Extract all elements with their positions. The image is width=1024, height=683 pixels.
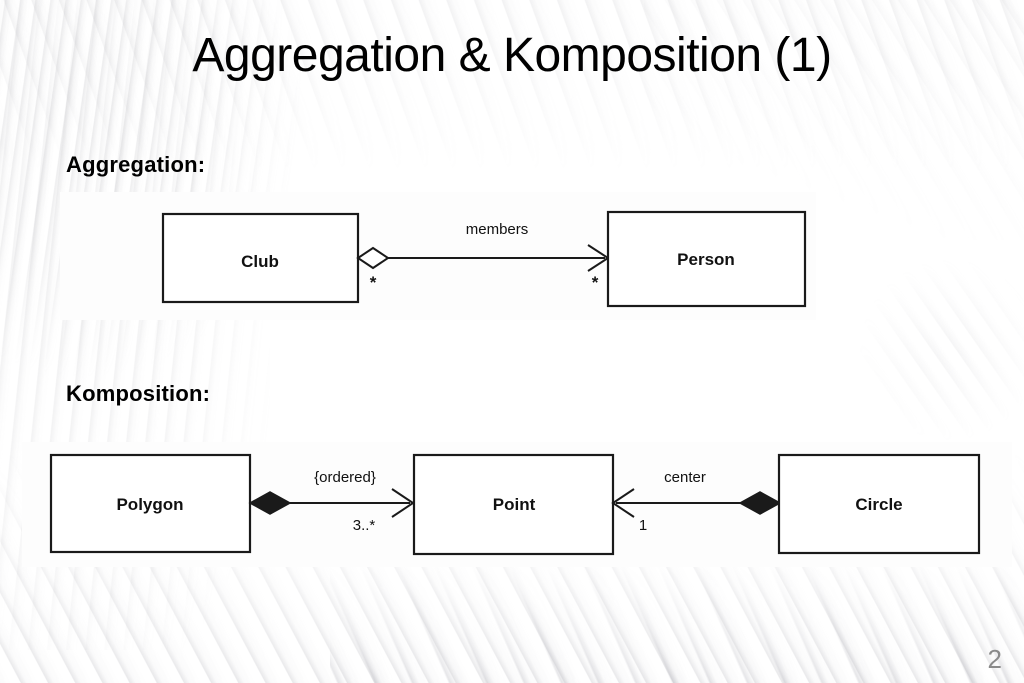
background-streaks-top bbox=[0, 0, 1024, 170]
aggregation-diagram-canvas: Club members * * Person bbox=[161, 210, 807, 308]
background-streaks-bottom-right bbox=[330, 553, 1024, 683]
association-label-ordered: {ordered} bbox=[314, 469, 376, 486]
composition-diamond-filled-circle-icon bbox=[738, 491, 782, 515]
class-box-point-label: Point bbox=[493, 495, 536, 514]
background-wisp-right bbox=[860, 260, 1024, 440]
association-label-center: center bbox=[664, 469, 706, 486]
class-box-point-rect bbox=[412, 453, 615, 556]
page-number: 2 bbox=[987, 644, 1002, 674]
aggregation-diagram: Club members * * Person bbox=[60, 192, 816, 320]
class-box-polygon-label: Polygon bbox=[116, 495, 183, 514]
class-box-circle-label: Circle bbox=[855, 495, 902, 514]
class-box-person: Person bbox=[606, 210, 807, 308]
multiplicity-club-end: * bbox=[370, 273, 377, 292]
section-heading-komposition: Komposition: bbox=[66, 381, 211, 406]
multiplicity-person-end: * bbox=[592, 273, 599, 292]
class-box-point: Point bbox=[412, 453, 615, 556]
multiplicity-point-from-polygon: 3..* bbox=[353, 517, 376, 534]
arrowhead-open-point-left-icon bbox=[611, 488, 635, 518]
komposition-diagram: Polygon {ordered} 3..* Point center 1 bbox=[22, 442, 1012, 567]
komposition-diagram-canvas: Polygon {ordered} 3..* Point center 1 bbox=[49, 453, 981, 556]
class-box-club: Club bbox=[161, 212, 360, 304]
class-box-circle-rect bbox=[777, 453, 981, 555]
association-label-members: members bbox=[466, 221, 529, 238]
class-box-circle: Circle bbox=[777, 453, 981, 555]
class-box-person-label: Person bbox=[677, 250, 735, 269]
aggregation-diamond-hollow-icon bbox=[356, 246, 390, 270]
class-box-person-rect bbox=[606, 210, 807, 308]
composition-diamond-filled-polygon-icon bbox=[248, 491, 292, 515]
slide-title: Aggregation & Komposition (1) bbox=[192, 29, 832, 82]
class-box-polygon: Polygon bbox=[49, 453, 252, 554]
multiplicity-point-from-circle: 1 bbox=[639, 517, 647, 534]
section-heading-aggregation: Aggregation: bbox=[66, 152, 206, 177]
class-box-club-label: Club bbox=[241, 252, 279, 271]
